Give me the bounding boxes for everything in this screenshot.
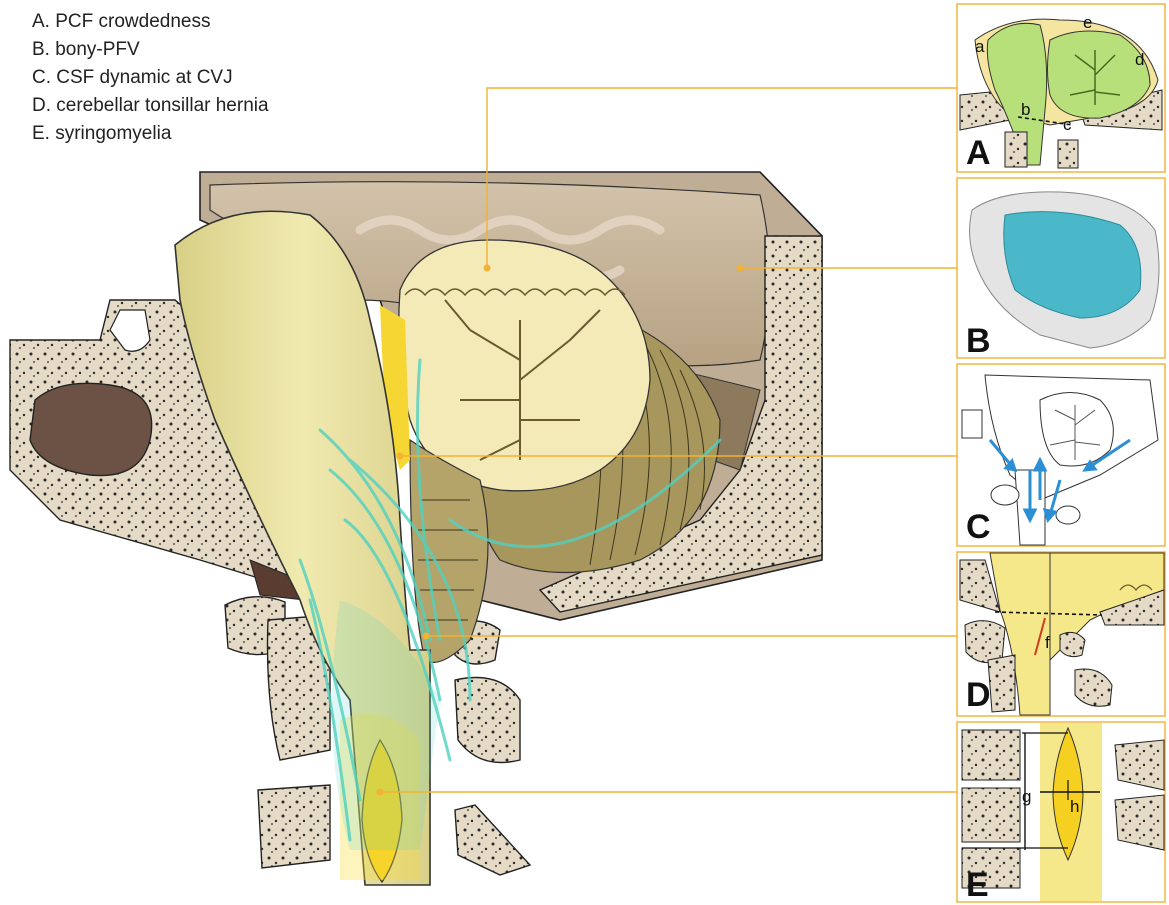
panel-e-label-h: h: [1070, 797, 1079, 816]
arbor-vitae: [444, 299, 601, 461]
legend-item-d: D. cerebellar tonsillar hernia: [32, 95, 269, 116]
panel-c: C: [956, 363, 1166, 547]
panel-c-arbor: [1049, 405, 1101, 460]
panel-d-label-f: f: [1045, 633, 1050, 652]
sella-notch: [109, 309, 151, 352]
sphenoid-sinus: [29, 382, 153, 477]
main-illustration: [9, 171, 823, 886]
legend-item-e: E. syringomyelia: [32, 123, 172, 144]
panel-c-cerebellum: [1039, 392, 1114, 467]
connector-a: [486, 87, 957, 268]
panel-a-cerebellum: [1047, 30, 1151, 119]
legend-item-b: B. bony-PFV: [32, 39, 140, 60]
panel-e-letter: E: [966, 866, 989, 904]
panel-d-occipital: [1099, 589, 1165, 626]
panel-b-pfv: [1003, 211, 1142, 319]
panel-e-vertebrae: [961, 729, 1165, 889]
panel-b-letter: B: [966, 322, 991, 360]
panel-a-vertebrae: [1004, 131, 1079, 169]
occipital-bone: [538, 235, 823, 613]
panel-d: f D: [956, 551, 1166, 717]
panel-d-folia: [1119, 584, 1153, 592]
panel-a-letter: A: [966, 134, 991, 172]
panel-a-label-a: a: [975, 37, 985, 56]
brainstem: [174, 210, 431, 886]
panel-a: a b c d e A: [956, 3, 1166, 173]
panel-c-vertebrae: [961, 409, 1081, 525]
panel-a-arbor: [1069, 50, 1121, 105]
panel-b: B: [956, 177, 1166, 360]
syrinx-glow: [340, 713, 420, 880]
panel-d-mcrae-line: [994, 611, 1103, 616]
panel-d-vertebrae: [964, 620, 1113, 713]
panel-a-label-c: c: [1063, 115, 1072, 134]
legend: A. PCF crowdedness B. bony-PFV C. CSF dy…: [32, 8, 269, 148]
vertebra-c3-posterior: [454, 804, 532, 876]
panel-a-mcgregor-line: [1017, 116, 1073, 126]
legend-item-a: A. PCF crowdedness: [32, 11, 211, 32]
fourth-ventricle: [380, 305, 410, 470]
panel-d-letter: D: [966, 676, 991, 714]
cerebellum-gyri-edge: [404, 288, 626, 297]
panel-e-label-g: g: [1022, 787, 1031, 806]
vertebra-c2-posterior: [454, 676, 521, 764]
csf-flow-streaks: [298, 358, 722, 842]
panel-a-label-e: e: [1083, 13, 1092, 32]
panel-a-brainstem: [986, 22, 1048, 166]
vertebra-c2-body: [266, 614, 331, 761]
connector-dots: [376, 264, 744, 796]
panel-c-csf-arrows: [988, 438, 1131, 524]
legend-item-c: C. CSF dynamic at CVJ: [32, 67, 233, 88]
vertebra-c3-body: [257, 784, 331, 869]
cerebellum-cortex: [398, 239, 651, 492]
panel-c-letter: C: [966, 508, 991, 546]
connector-lines: [380, 87, 957, 793]
panel-d-skull-base: [959, 559, 1001, 613]
panel-d-herniation-line: [1034, 617, 1046, 656]
panel-a-label-d: d: [1135, 50, 1144, 69]
panel-e: g h E: [956, 721, 1166, 904]
panel-a-label-b: b: [1021, 100, 1030, 119]
syrinx-cavity: [361, 738, 403, 884]
csf-haze: [332, 600, 440, 850]
